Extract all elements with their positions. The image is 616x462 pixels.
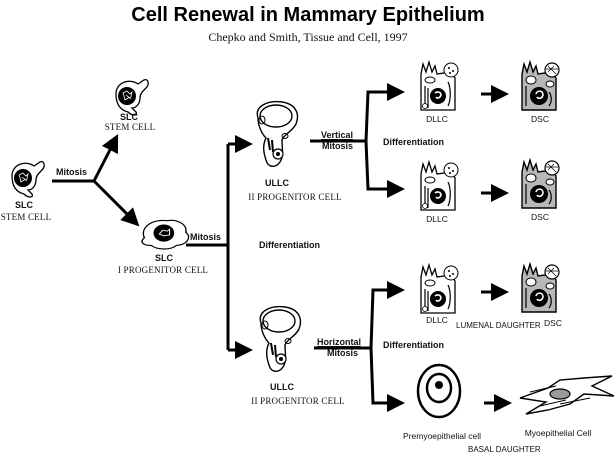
label-lumenal-daughter: LUMENAL DAUGHTER [456,321,541,330]
label-vertical-mitosis-line1: Vertical [321,130,354,140]
diagram-title: Cell Renewal in Mammary Epithelium [131,4,485,26]
label-dsc-3: DSC [544,318,562,328]
cell-dsc-1 [521,61,560,111]
label-stem-renewed-abbr: SLC [120,112,138,122]
cell-progenitor-2-lower [259,305,302,373]
label-progenitor-2-upper-abbr: ULLC [265,178,289,188]
cell-dllc-2 [420,161,459,211]
label-dsc-2: DSC [531,212,549,222]
label-differentiation-upper: Differentiation [383,137,445,147]
label-vertical-mitosis-line2: Mitosis [322,141,354,151]
label-progenitor-2-lower-abbr: ULLC [270,382,294,392]
diagram-citation: Chepko and Smith, Tissue and Cell, 1997 [208,30,408,44]
label-myoepithelial-cell: Myoepithelial Cell [524,428,592,438]
label-differentiation-center: Differentiation [259,240,321,250]
cell-dsc-2 [521,159,560,209]
label-progenitor-2-upper-name: II PROGENITOR CELL [248,192,342,202]
cell-premyoepithelial [416,363,462,419]
label-basal-daughter: BASAL DAUGHTER [468,445,541,454]
label-stem-origin-abbr: SLC [15,200,33,210]
cell-stem-renewed [115,78,149,116]
connector-vertical-mitosis [310,83,405,198]
connector-horizontal-mitosis [314,281,405,412]
label-horizontal-mitosis-line1: Horizontal [317,337,361,347]
label-progenitor-1-name: I PROGENITOR CELL [117,265,209,275]
label-horizontal-mitosis-line2: Mitosis [327,348,359,358]
cell-myoepithelial [519,375,615,415]
label-dllc-2: DLLC [426,214,448,224]
label-premyoepithelial-cell: Premyoepithelial cell [403,431,481,441]
cell-stem-origin [11,160,45,198]
connector-progenitor1-mitosis [186,135,253,359]
cell-dsc-3 [521,263,560,313]
cell-progenitor-2-upper [256,100,299,168]
label-differentiation-lower: Differentiation [383,340,445,350]
connector-stem-mitosis [52,133,140,227]
cell-progenitor-1 [141,219,190,250]
label-stem-origin-name: STEM CELL [0,212,52,222]
connector-differentiation-arrows [481,85,512,412]
label-progenitor-1-abbr: SLC [155,253,173,263]
label-mitosis-2: Mitosis [190,232,222,242]
label-progenitor-2-lower-name: II PROGENITOR CELL [251,396,345,406]
label-mitosis-1: Mitosis [56,167,88,177]
cell-dllc-3 [420,264,459,314]
label-dllc-1: DLLC [426,114,448,124]
label-stem-renewed-name: STEM CELL [104,122,156,132]
label-dllc-3: DLLC [426,315,448,325]
label-dsc-1: DSC [531,114,549,124]
cell-dllc-1 [420,61,459,111]
